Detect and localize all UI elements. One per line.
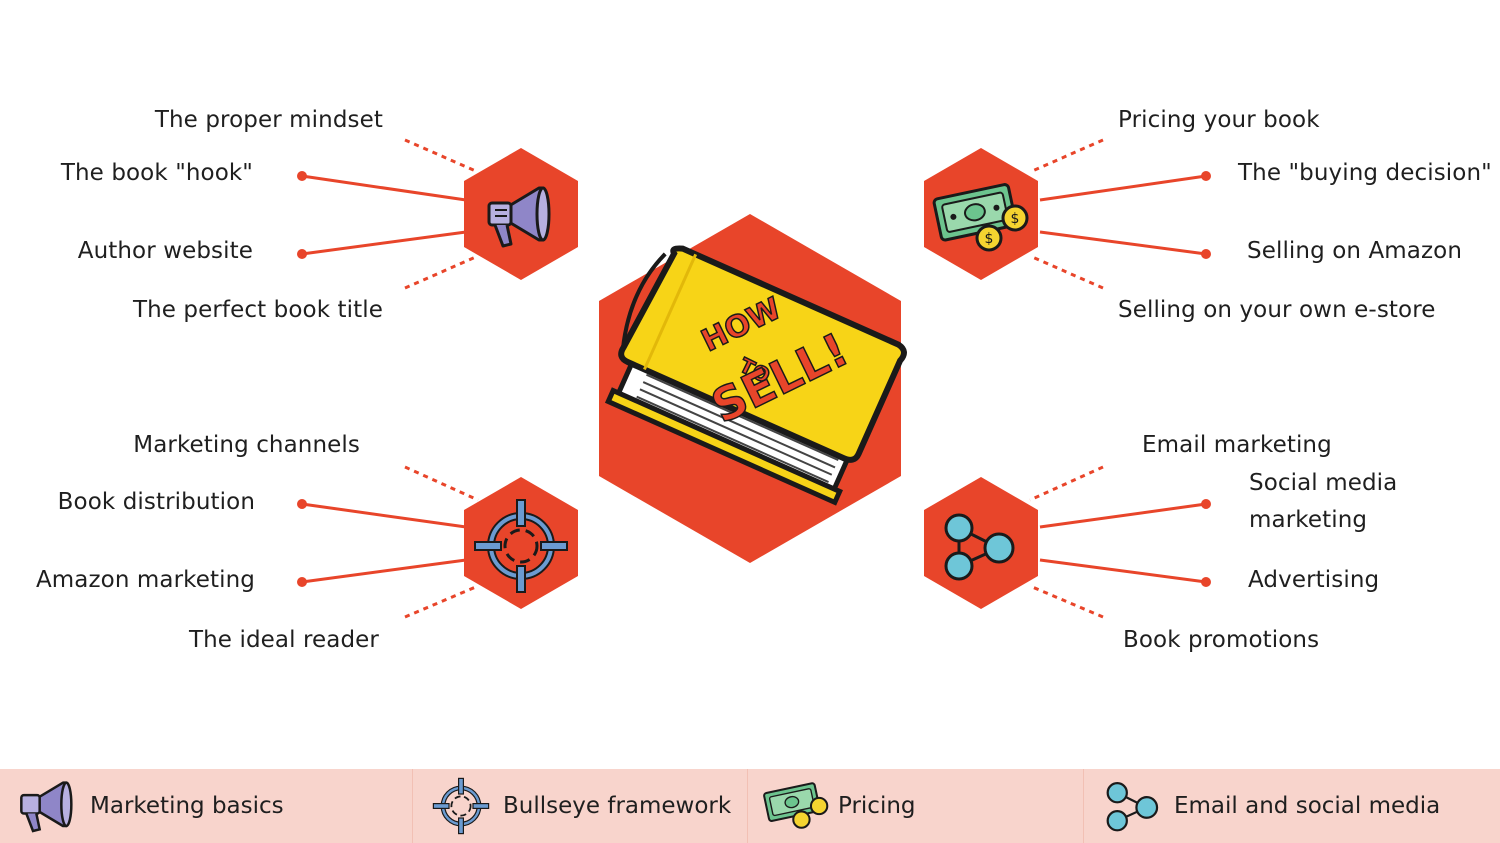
label-marketing-channels: Marketing channels xyxy=(133,432,360,458)
label-amazon-marketing: Amazon marketing xyxy=(35,567,255,593)
connectors-pricing xyxy=(1029,138,1207,290)
megaphone-icon xyxy=(14,776,82,836)
svg-text:$: $ xyxy=(1011,211,1020,227)
connector-dot xyxy=(297,577,307,587)
crosshair-icon xyxy=(474,499,568,593)
svg-text:$: $ xyxy=(985,231,994,247)
label-social-media: Social media marketing xyxy=(1249,470,1398,533)
tab-marketing-basics[interactable]: Marketing basics xyxy=(0,769,413,843)
connector-dot xyxy=(297,249,307,259)
label-author-website: Author website xyxy=(77,238,253,264)
connector-dot xyxy=(297,171,307,181)
label-book-distribution: Book distribution xyxy=(57,489,255,515)
section-tab-bar: Marketing basics Bullseye framework xyxy=(0,769,1500,843)
connector-dot xyxy=(1201,577,1211,587)
connectors-email xyxy=(1029,465,1207,619)
connectors-marketing xyxy=(301,138,479,290)
book-illustration xyxy=(604,245,907,506)
money-icon: $ $ xyxy=(932,183,1029,252)
label-proper-mindset: The proper mindset xyxy=(154,107,383,133)
connector-dot xyxy=(297,499,307,509)
label-pricing-your-book: Pricing your book xyxy=(1118,107,1320,133)
mind-map-diagram: $ $ xyxy=(297,138,1211,619)
label-buying-decision: The "buying decision" xyxy=(1238,160,1492,186)
label-own-estore: Selling on your own e-store xyxy=(1118,297,1436,323)
megaphone-icon xyxy=(487,186,551,248)
crosshair-icon xyxy=(427,776,495,836)
label-advertising: Advertising xyxy=(1248,567,1380,593)
tab-label: Email and social media xyxy=(1174,793,1441,819)
share-nodes-icon xyxy=(944,513,1015,581)
hexagon-email xyxy=(924,477,1038,609)
tab-email-social[interactable]: Email and social media xyxy=(1084,769,1500,843)
label-selling-amazon: Selling on Amazon xyxy=(1247,238,1463,264)
connectors-bullseye xyxy=(301,465,479,619)
tab-label: Bullseye framework xyxy=(503,793,732,819)
money-icon xyxy=(762,776,830,836)
tab-label: Pricing xyxy=(838,793,916,819)
tab-bullseye-framework[interactable]: Bullseye framework xyxy=(413,769,748,843)
tab-label: Marketing basics xyxy=(90,793,284,819)
connector-dot xyxy=(1201,171,1211,181)
label-email-marketing: Email marketing xyxy=(1142,432,1332,458)
connector-dot xyxy=(1201,249,1211,259)
share-nodes-icon xyxy=(1098,776,1166,836)
connector-dot xyxy=(1201,499,1211,509)
label-ideal-reader: The ideal reader xyxy=(188,627,379,653)
tab-pricing[interactable]: Pricing xyxy=(748,769,1084,843)
label-perfect-title: The perfect book title xyxy=(132,297,383,323)
label-book-hook: The book "hook" xyxy=(60,160,253,186)
label-book-promotions: Book promotions xyxy=(1123,627,1320,653)
hexagon-bullseye xyxy=(464,477,578,609)
